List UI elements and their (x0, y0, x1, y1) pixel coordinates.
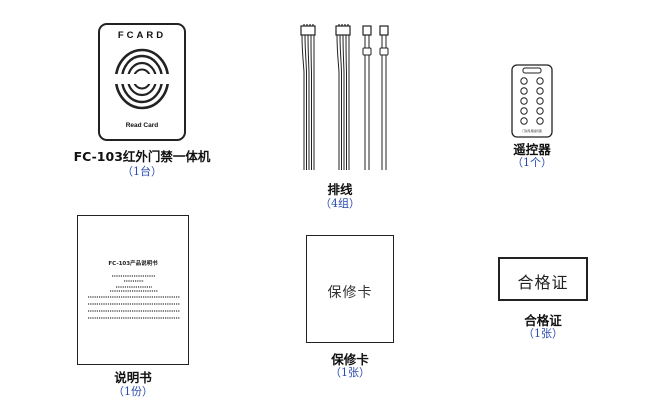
remote-name: 遥控器 (513, 142, 551, 157)
device-brand-logo: FCARD (117, 30, 167, 41)
device-name: FC-103红外门禁一体机 (73, 149, 211, 164)
remote-qty: （1个） (512, 156, 552, 169)
remote-control: 门禁专用遥控器 (511, 64, 553, 138)
remote-caption: 门禁专用遥控器 (522, 129, 542, 133)
manual-qty: （1份） (113, 385, 153, 398)
warranty-qty: （1张） (330, 366, 370, 379)
rfid-wave-icon (114, 48, 170, 110)
manual-booklet: FC-103产品说明书 (77, 215, 189, 365)
certificate-title: 合格证 (517, 273, 569, 292)
manual-title: FC-103产品说明书 (108, 261, 158, 267)
warranty-name: 保修卡 (331, 352, 369, 367)
manual-text-lines (88, 275, 180, 319)
warranty-card-title: 保修卡 (327, 285, 373, 301)
cables-name: 排线 (327, 182, 353, 197)
cable-bundles (300, 24, 389, 170)
certificate-qty: （1张） (523, 327, 563, 340)
certificate-card: 合格证 (498, 257, 588, 301)
cables-qty: （4组） (320, 197, 360, 210)
certificate-name: 合格证 (524, 313, 562, 328)
card-reader-device: FCARD Read Card (98, 23, 186, 141)
warranty-card: 保修卡 (306, 235, 394, 343)
manual-name: 说明书 (114, 370, 152, 385)
read-card-label: Read Card (125, 122, 159, 129)
device-qty: （1台） (122, 165, 162, 178)
